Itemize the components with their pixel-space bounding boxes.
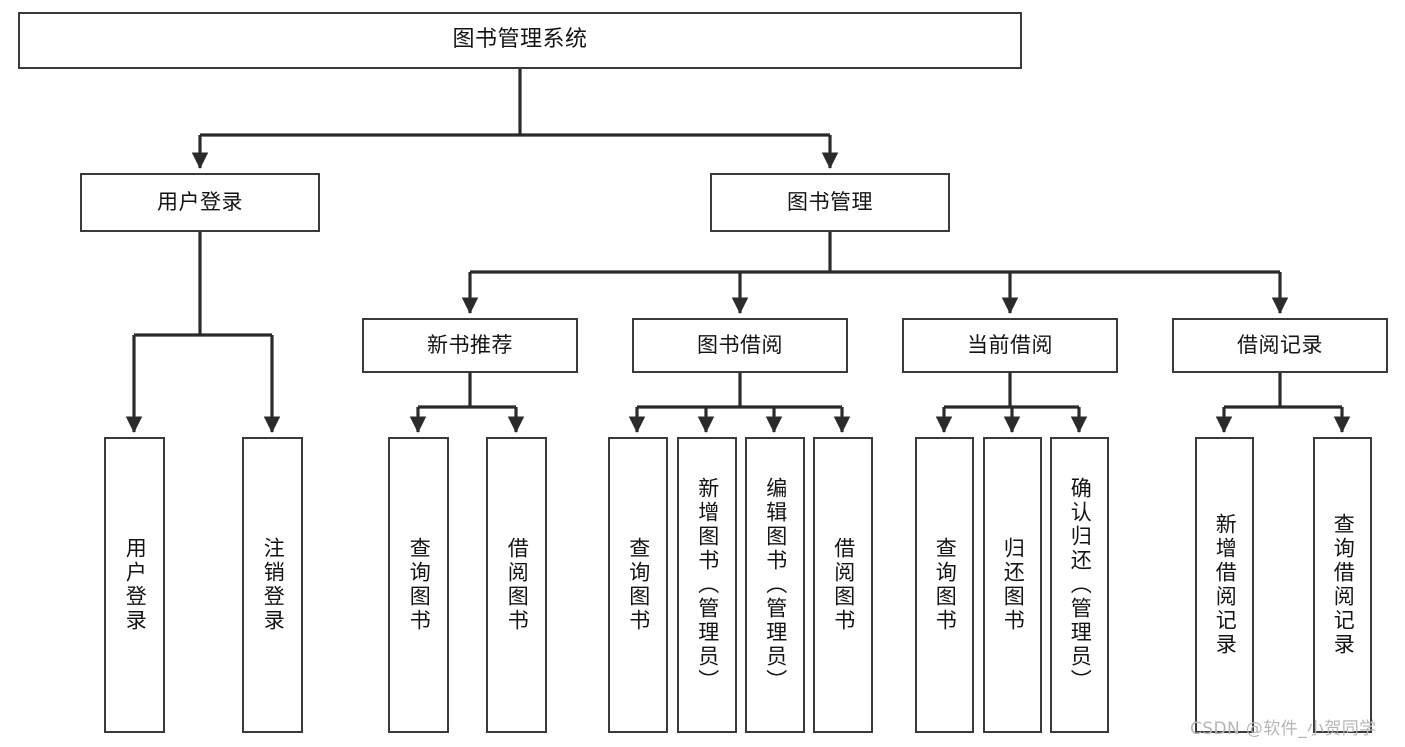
node-user-login[interactable]: 用户登录 [80,173,320,232]
node-root[interactable]: 图书管理系统 [18,12,1022,69]
node-current-borrow-label: 当前借阅 [967,332,1053,357]
node-borrow-record[interactable]: 借阅记录 [1172,318,1388,373]
leaf-current-confirm-return[interactable]: 确认归还（管理员） [1050,437,1109,733]
node-book-borrow[interactable]: 图书借阅 [632,318,848,373]
node-root-label: 图书管理系统 [452,27,588,53]
leaf-new-book-borrow[interactable]: 借阅图书 [486,437,547,733]
leaf-user-login-signout-label: 注销登录 [261,537,286,633]
leaf-new-book-query-label: 查询图书 [407,537,432,633]
leaf-user-login-signin-label: 用户登录 [123,537,148,633]
leaf-borrow-edit-book[interactable]: 编辑图书（管理员） [745,437,805,733]
leaf-borrow-borrow-book[interactable]: 借阅图书 [813,437,873,733]
leaf-user-login-signout[interactable]: 注销登录 [242,437,303,733]
leaf-current-return-book[interactable]: 归还图书 [983,437,1042,733]
leaf-current-confirm-return-label: 确认归还（管理员） [1068,477,1093,693]
leaf-current-return-book-label: 归还图书 [1001,537,1026,633]
node-book-borrow-label: 图书借阅 [697,332,783,357]
node-book-management-label: 图书管理 [787,189,873,214]
leaf-borrow-add-book-label: 新增图书（管理员） [695,477,720,693]
leaf-borrow-query-book[interactable]: 查询图书 [608,437,668,733]
node-book-management[interactable]: 图书管理 [710,173,950,232]
leaf-borrow-borrow-book-label: 借阅图书 [831,537,856,633]
csdn-watermark: CSDN @软件_小贺同学 [1190,719,1377,739]
leaf-borrow-query-book-label: 查询图书 [626,537,651,633]
leaf-new-book-borrow-label: 借阅图书 [505,537,530,633]
leaf-user-login-signin[interactable]: 用户登录 [104,437,165,733]
node-current-borrow[interactable]: 当前借阅 [902,318,1118,373]
leaf-borrow-edit-book-label: 编辑图书（管理员） [763,477,788,693]
leaf-record-query[interactable]: 查询借阅记录 [1313,437,1372,733]
node-new-book-recommend-label: 新书推荐 [427,332,513,357]
leaf-new-book-query[interactable]: 查询图书 [388,437,449,733]
leaf-record-add-label: 新增借阅记录 [1213,513,1238,657]
leaf-record-add[interactable]: 新增借阅记录 [1195,437,1254,733]
leaf-borrow-add-book[interactable]: 新增图书（管理员） [677,437,737,733]
leaf-record-query-label: 查询借阅记录 [1331,513,1356,657]
leaf-current-query-book-label: 查询图书 [933,537,958,633]
node-borrow-record-label: 借阅记录 [1237,332,1323,357]
node-new-book-recommend[interactable]: 新书推荐 [362,318,578,373]
node-user-login-label: 用户登录 [157,189,243,214]
leaf-current-query-book[interactable]: 查询图书 [915,437,974,733]
